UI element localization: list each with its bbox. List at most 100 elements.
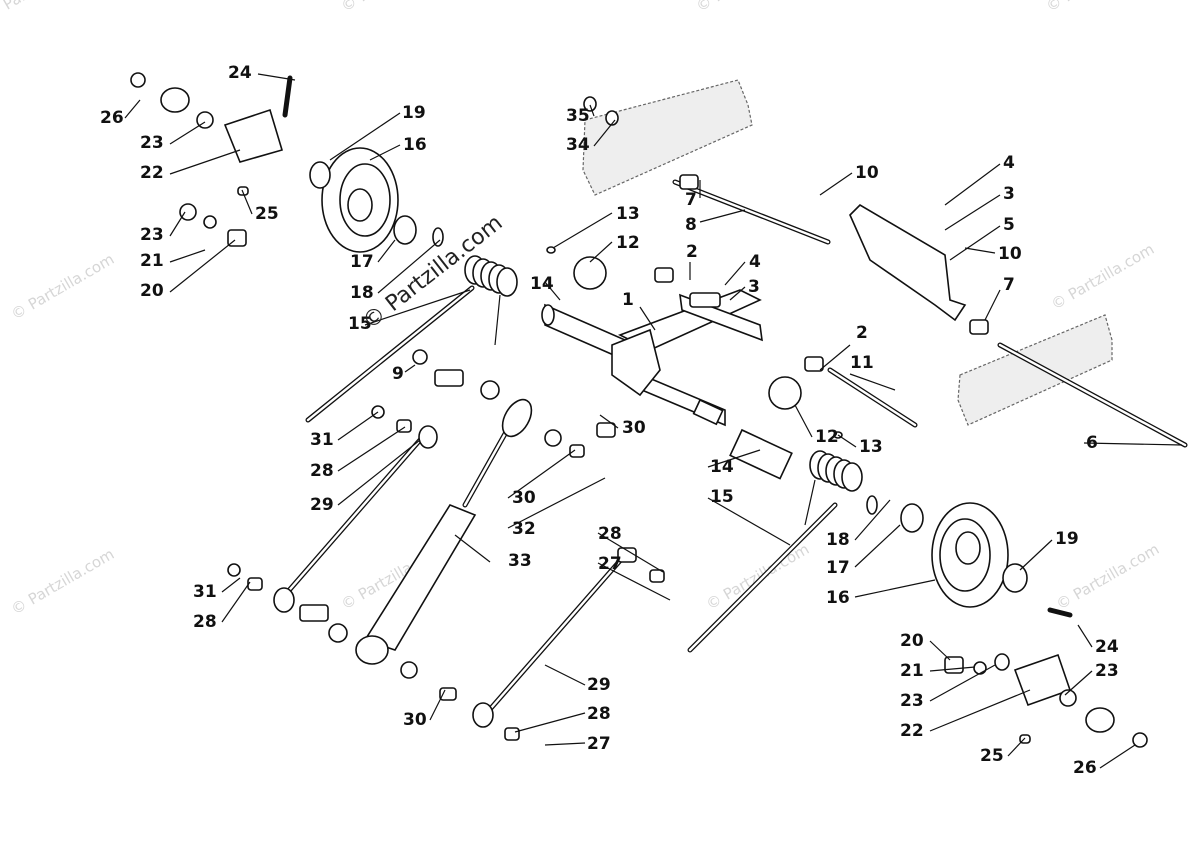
callout-13: 13 (859, 437, 883, 457)
hardware-piece (328, 623, 348, 643)
hardware-piece (179, 203, 197, 221)
callout-10: 10 (855, 163, 879, 183)
shock-body (363, 504, 477, 651)
callout-35: 35 (566, 106, 590, 126)
leader-line (454, 534, 491, 563)
callout-labels: 1223344567789101011121213131414151516161… (100, 63, 1119, 778)
slide-rails (582, 79, 1113, 426)
leader-line (597, 532, 664, 573)
leader-line (1083, 442, 1183, 446)
leader-line (169, 121, 206, 145)
rail-upper (582, 79, 753, 196)
watermark-faint: © Partzilla.com (693, 0, 802, 15)
hardware-piece (130, 72, 146, 88)
callout-16: 16 (403, 135, 427, 155)
watermark-faint: © Partzilla.com (8, 545, 117, 618)
hardware-piece (994, 653, 1010, 671)
leader-line (964, 247, 996, 254)
leader-line (589, 104, 595, 117)
leader-line (599, 414, 619, 429)
leader-line (404, 364, 416, 373)
leader-line (929, 666, 976, 672)
hardware-piece (472, 702, 494, 728)
axle-block-22-left (223, 108, 283, 163)
leader-line (544, 664, 586, 686)
hardware-piece (596, 422, 616, 438)
callout-5: 5 (1003, 215, 1015, 235)
leader-line (169, 249, 206, 263)
callout-16: 16 (826, 588, 850, 608)
callout-17: 17 (826, 558, 850, 578)
hardware-piece (649, 569, 665, 583)
hardware-piece (203, 215, 217, 229)
hardware (130, 72, 1148, 748)
callout-27: 27 (587, 734, 611, 754)
callout-19: 19 (1055, 529, 1079, 549)
leader-line (944, 194, 1001, 231)
callout-9: 9 (392, 364, 404, 384)
callout-10: 10 (998, 244, 1022, 264)
hardware-piece (412, 349, 428, 365)
hardware-piece (434, 369, 464, 387)
leader-line (337, 426, 406, 472)
watermark-faint: © Partzilla.com (8, 250, 117, 323)
callout-34: 34 (566, 135, 590, 155)
callout-20: 20 (140, 281, 164, 301)
leader-lines (124, 73, 1183, 769)
callout-4: 4 (749, 252, 761, 272)
watermark-faint: © Partzilla.com (703, 540, 812, 613)
callout-26: 26 (100, 108, 124, 128)
callout-3: 3 (748, 277, 760, 297)
hardware-piece (1047, 607, 1073, 618)
hardware-piece (282, 75, 293, 118)
callout-6: 6 (1086, 433, 1098, 453)
callout-4: 4 (1003, 153, 1015, 173)
leader-line (944, 163, 1001, 206)
watermark-faint: © Partzilla.com (0, 0, 92, 23)
leader-line (364, 289, 471, 326)
leader-line (729, 286, 746, 301)
leader-line (854, 524, 901, 568)
hardware-piece (247, 577, 263, 591)
leader-line (377, 239, 441, 294)
watermark-faint: © Partzilla.com (1053, 540, 1162, 613)
callout-33: 33 (508, 551, 532, 571)
hardware-piece (1132, 732, 1148, 748)
leader-line (1099, 744, 1136, 769)
callout-26: 26 (1073, 758, 1097, 778)
spring-15-right (804, 450, 863, 526)
hardware-piece (605, 110, 619, 126)
callout-18: 18 (826, 530, 850, 550)
hardware-piece (544, 429, 562, 447)
leader-line (1064, 670, 1093, 696)
leader-line (514, 712, 586, 733)
callout-12: 12 (815, 427, 839, 447)
leader-line (1007, 737, 1026, 757)
hardware-piece (569, 444, 585, 458)
callout-23: 23 (140, 225, 164, 245)
hardware-piece (654, 267, 674, 283)
hardware-piece (583, 96, 597, 112)
hardware-piece (227, 563, 241, 577)
hardware-piece (400, 661, 418, 679)
bearing-19-right (1002, 563, 1028, 593)
callout-7: 7 (1003, 275, 1015, 295)
hardware-piece (768, 376, 802, 410)
callout-14: 14 (710, 457, 734, 477)
callout-31: 31 (193, 582, 217, 602)
hardware-piece (160, 87, 190, 113)
leader-line (544, 281, 561, 301)
rods (282, 179, 1188, 718)
watermark-faint: © Partzilla.com (1048, 240, 1157, 313)
leader-line (794, 404, 813, 438)
callout-28: 28 (598, 524, 622, 544)
hardware-piece (573, 256, 607, 290)
leader-line (819, 172, 853, 196)
leader-line (169, 239, 236, 293)
torsion-springs (464, 255, 863, 526)
leader-line (124, 99, 141, 119)
callout-31: 31 (310, 430, 334, 450)
watermark-faint: © Partzilla.com (1043, 0, 1152, 15)
leader-line (707, 449, 761, 468)
